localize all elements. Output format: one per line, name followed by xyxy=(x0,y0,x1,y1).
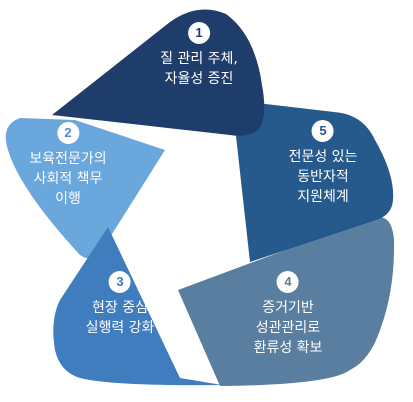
segment-2-line-2: 사회적 책무 xyxy=(33,171,103,187)
step-number-3: 3 xyxy=(108,271,131,293)
step-number-4: 4 xyxy=(276,271,299,293)
segment-4-label: 4 증거기반 성관관리로 환류성 확보 xyxy=(253,271,323,358)
segment-1-label: 1 질 관리 주체, 자율성 증진 xyxy=(160,22,238,89)
segment-5-line-3: 지원체계 xyxy=(297,189,349,205)
segment-4-shape xyxy=(178,216,395,386)
segment-1-shape xyxy=(52,9,265,136)
segment-3-line-2: 실행력 강화 xyxy=(85,320,155,336)
segment-4-line-1: 증거기반 xyxy=(262,300,314,316)
segment-4-line-2: 성관관리로 xyxy=(255,320,321,336)
segment-1-line-1: 질 관리 주체, xyxy=(160,51,238,67)
segment-1-line-2: 자율성 증진 xyxy=(164,71,234,87)
step-number-1: 1 xyxy=(187,22,210,44)
segment-5-line-1: 전문성 있는 xyxy=(288,149,358,165)
segment-3-shape xyxy=(53,227,223,386)
segment-2-line-3: 이행 xyxy=(55,191,81,207)
segment-3-label: 3 현장 중심 실행력 강화 xyxy=(85,271,155,338)
segment-5-shape xyxy=(232,100,394,262)
segment-5-label: 5 전문성 있는 동반자적 지원체계 xyxy=(288,120,358,207)
segment-2-shape xyxy=(5,118,166,259)
segment-5-line-2: 동반자적 xyxy=(297,169,349,185)
segment-4-line-3: 환류성 확보 xyxy=(253,340,323,356)
step-number-2: 2 xyxy=(57,122,79,144)
segment-2-line-1: 보육전문가의 xyxy=(29,151,107,167)
segment-3-line-1: 현장 중심 xyxy=(92,300,148,316)
segment-2-label: 2 보육전문가의 사회적 책무 이행 xyxy=(29,122,107,209)
step-number-5: 5 xyxy=(311,120,334,142)
